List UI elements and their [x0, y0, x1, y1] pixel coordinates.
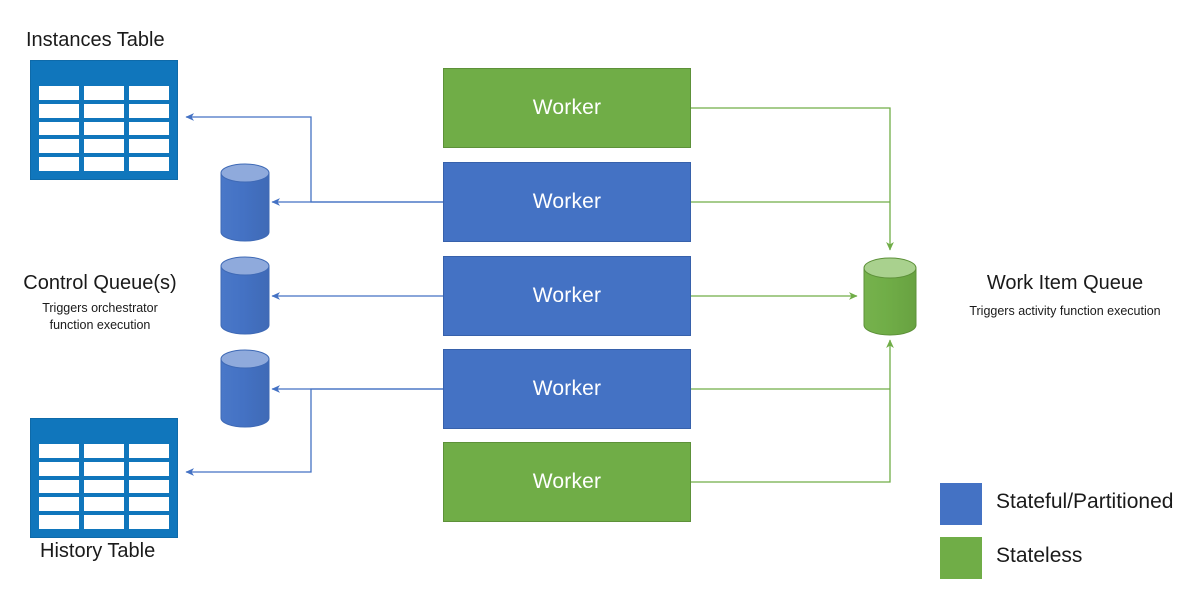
table-cell [39, 86, 79, 100]
worker-box-5[interactable]: Worker [443, 442, 691, 522]
worker-label: Worker [532, 190, 602, 213]
table-cell [84, 103, 124, 118]
table-cell [39, 497, 79, 512]
table-cell [39, 479, 79, 494]
control-queues-sublabel-line2: function execution [49, 317, 151, 332]
table-cell [129, 157, 169, 171]
control-queues-sublabel-line1: Triggers orchestrator [42, 301, 158, 315]
table-row [39, 121, 169, 136]
worker-to-work-item-queue-arrows [691, 107, 894, 483]
table-row [39, 157, 169, 171]
table-cell [84, 139, 124, 154]
history-table [30, 418, 178, 538]
control-queues-label: Control Queue(s) [23, 272, 177, 294]
table-cell [39, 515, 79, 529]
table-cell [39, 444, 79, 458]
table-cell [39, 157, 79, 171]
instances-table [30, 60, 178, 180]
table-cell [84, 86, 124, 100]
table-cell [84, 157, 124, 171]
control-queues-sublabel: Triggers orchestrator function execution [0, 300, 200, 334]
table-cell [39, 139, 79, 154]
table-cell [84, 479, 124, 494]
table-cell [39, 461, 79, 476]
table-cell [129, 497, 169, 512]
control-queue-cylinder [220, 163, 270, 242]
table-row [39, 461, 169, 476]
table-cell [129, 479, 169, 494]
instances-table-label: Instances Table [26, 29, 165, 51]
table-cell [129, 444, 169, 458]
legend-swatch-stateful [940, 483, 982, 525]
worker-label: Worker [532, 470, 602, 493]
bus-to-instances-table-arrow [185, 113, 443, 203]
table-cell [129, 86, 169, 100]
table-row [39, 515, 169, 529]
work-item-queue-cylinder [863, 257, 917, 336]
worker-label: Worker [532, 377, 602, 400]
table-row [39, 444, 169, 458]
worker-box-3[interactable]: Worker [443, 256, 691, 336]
worker-label: Worker [532, 284, 602, 307]
worker-box-2[interactable]: Worker [443, 162, 691, 242]
worker-label: Worker [532, 96, 602, 119]
worker-box-1[interactable]: Worker [443, 68, 691, 148]
table-cell [84, 497, 124, 512]
table-cell [129, 139, 169, 154]
table-row [39, 139, 169, 154]
legend-label-stateful: Stateful/Partitioned [996, 490, 1174, 513]
table-cell [39, 121, 79, 136]
work-item-queue-label: Work Item Queue [986, 272, 1144, 294]
table-cell [129, 121, 169, 136]
legend-swatch-stateless [940, 537, 982, 579]
table-cell [39, 103, 79, 118]
table-row [39, 497, 169, 512]
history-table-label: History Table [40, 540, 156, 562]
table-cell [84, 444, 124, 458]
table-cell [129, 461, 169, 476]
table-cell [84, 515, 124, 529]
table-cell [84, 461, 124, 476]
table-row [39, 86, 169, 100]
work-item-queue-sublabel: Triggers activity function execution [969, 304, 1161, 318]
table-cell [129, 515, 169, 529]
table-row [39, 479, 169, 494]
bus-to-history-table-arrow [185, 388, 443, 476]
table-cell [84, 121, 124, 136]
legend-label-stateless: Stateless [996, 544, 1083, 567]
worker-box-4[interactable]: Worker [443, 349, 691, 429]
control-queue-cylinder [220, 349, 270, 428]
table-row [39, 103, 169, 118]
control-queue-cylinder [220, 256, 270, 335]
table-cell [129, 103, 169, 118]
